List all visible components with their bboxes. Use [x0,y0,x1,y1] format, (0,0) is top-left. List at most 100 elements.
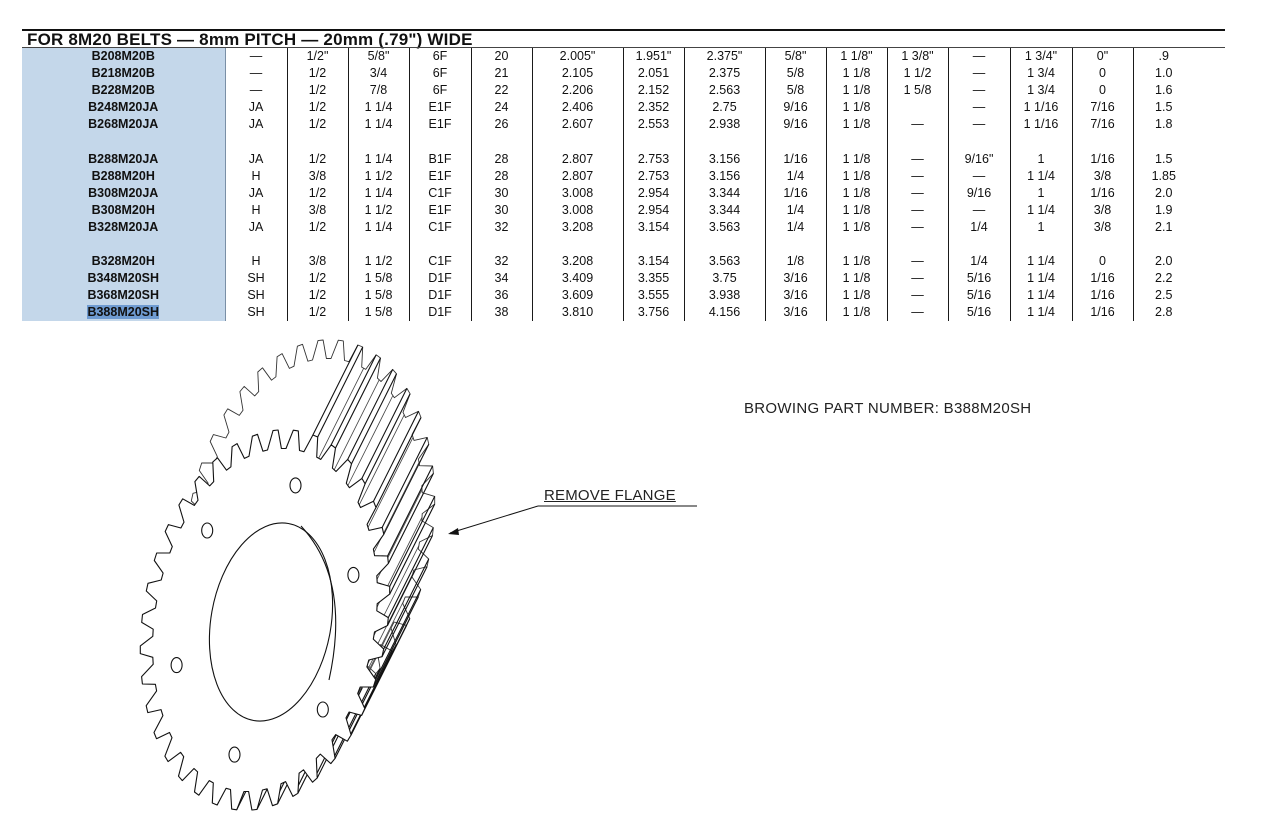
table-cell: .9 [1158,49,1169,64]
table-cell: E1F [409,201,472,219]
table-cell: 1 1/4 [348,150,410,168]
table-cell: 1/16 [1072,270,1134,288]
table-cell [532,235,624,253]
table-cell [1010,133,1073,151]
table-cell: 9/16 [765,99,827,117]
table-cell: — [948,82,1011,100]
table-cell: 3.156 [684,150,766,168]
table-cell [765,133,827,151]
table-cell: 3.75 [684,270,766,288]
table-cell: 3/8 [1072,201,1134,219]
table-cell [887,133,949,151]
table-cell: 3.156 [684,167,766,185]
table-cell: — [948,65,1011,83]
table-cell: 3.756 [623,304,685,322]
table-cell: 3.344 [684,201,766,219]
table-cell: 1.9 [1155,202,1173,217]
table-cell: 1 1/8 [826,82,888,100]
table-cell: 3.208 [532,218,624,236]
table-cell: 1/16 [765,184,827,202]
bolt-hole [347,566,360,583]
table-cell: 1/8 [765,252,827,271]
table-cell: — [887,184,949,202]
table-cell: 1/4 [765,218,827,236]
table-cell: 1 1/8 [826,116,888,134]
table-cell: 1.5 [1155,151,1173,166]
table-cell: — [948,201,1011,219]
table-cell: H [225,201,288,219]
table-cell: 34 [471,270,533,288]
table-cell: JA [225,150,288,168]
table-cell: — [225,82,288,100]
table-cell: 2.352 [623,99,685,117]
table-cell: 3.555 [623,287,685,305]
table-cell: — [887,218,949,236]
table-cell: 1 3/8" [887,48,949,66]
tooth-edge [361,625,408,716]
table-cell: 1 1/4 [348,116,410,134]
table-cell: 7/16 [1072,99,1134,117]
table-cell [225,235,288,253]
table-cell: 1 1/4 [1010,304,1073,322]
tooth-edge [381,566,428,657]
table-cell: 1 1/8 [826,252,888,271]
bolt-hole [316,701,329,718]
table-cell: 1 1/2 [887,65,949,83]
table-cell: 32 [471,218,533,236]
table-cell: 2.807 [532,167,624,185]
table-cell: 2.005" [532,48,624,66]
table-cell [948,133,1011,151]
part-number-cell: B368M20SH [22,287,226,305]
bolt-hole [289,477,302,494]
table-cell: D1F [409,270,472,288]
table-cell: 1/16 [765,150,827,168]
table-cell: 3/8 [287,167,349,185]
table-cell: 0 [1072,252,1134,271]
table-cell: 2.051 [623,65,685,83]
table-cell: — [887,252,949,271]
table-cell: 6F [409,48,472,66]
tooth-edge [387,465,434,557]
tooth-edge [381,437,428,528]
table-cell: 1/2 [287,65,349,83]
table-cell: 1 1/4 [1010,287,1073,305]
table-cell: H [225,252,288,271]
table-cell: 3/8 [287,252,349,271]
table-cell: 3.344 [684,184,766,202]
table-cell: 4.156 [684,304,766,322]
table-cell: B1F [409,150,472,168]
table-cell: 1/16 [1072,287,1134,305]
table-cell: 2.152 [623,82,685,100]
part-number-cell: B288M20JA [22,150,226,168]
tooth-edge [389,503,436,595]
table-cell: 1 5/8 [887,82,949,100]
table-cell: 2.406 [532,99,624,117]
tooth-edge [347,369,394,460]
tooth-valley [358,414,405,506]
part-number-cell: B268M20JA [22,116,226,134]
table-cell: 2.563 [684,82,766,100]
bore-inner-edge [300,525,337,681]
table-cell: 1 5/8 [348,304,410,322]
table-cell: 3.563 [684,218,766,236]
part-number-cell: B308M20H [22,201,226,219]
table-spacer-row [22,235,1194,253]
table-cell: 3.355 [623,270,685,288]
tooth-edge [389,496,436,587]
table-cell: C1F [409,218,472,236]
table-cell: 1 1/8 [826,270,888,288]
table-cell: 28 [471,150,533,168]
table-cell: C1F [409,184,472,202]
table-cell: 2.553 [623,116,685,134]
table-cell: — [887,270,949,288]
table-cell: E1F [409,167,472,185]
table-cell: 9/16 [765,116,827,134]
table-cell: 1.5 [1155,100,1173,115]
table-cell: 36 [471,287,533,305]
table-cell [1072,133,1134,151]
table-cell: 3.409 [532,270,624,288]
